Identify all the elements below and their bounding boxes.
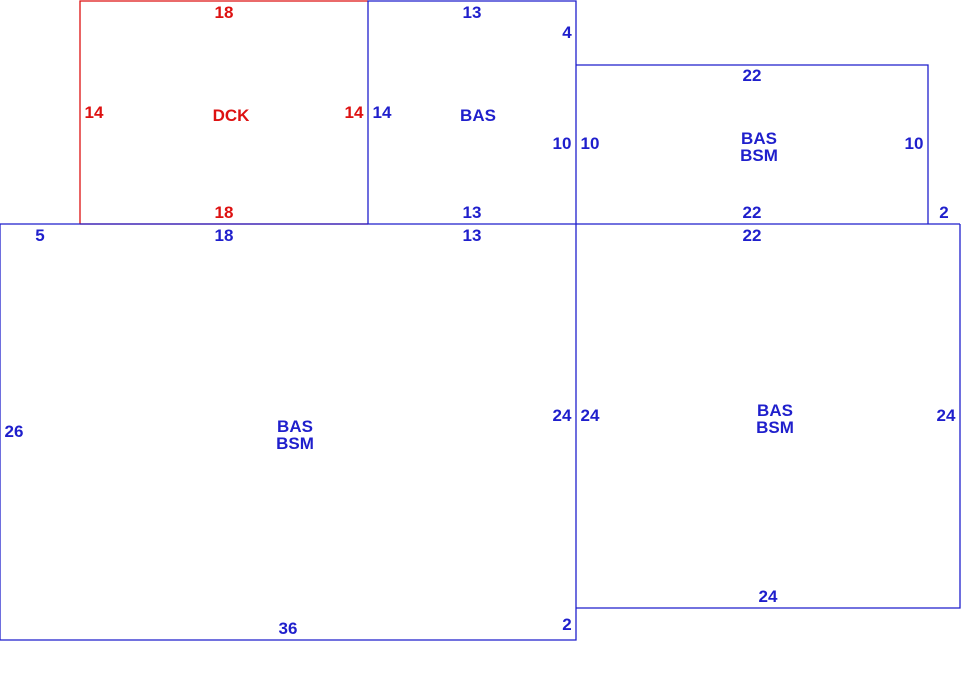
bas-bsm-lower-right-code-2: BSM <box>756 418 794 437</box>
bas-bsm-upper-right-left-dimension: 10 <box>581 134 600 153</box>
bas-upper-right-dimension: 10 <box>553 134 572 153</box>
bas-upper-outline <box>367 0 577 224</box>
deck-outline <box>79 0 368 224</box>
bas-upper-bottom-dimension: 13 <box>463 203 482 222</box>
bas-upper-code-label: BAS <box>460 106 496 125</box>
bas-bsm-lower-right-left-dimension: 24 <box>581 406 600 425</box>
bas-bsm-main-area <box>0 223 960 641</box>
bas-bsm-lower-right-right-dimension: 24 <box>937 406 956 425</box>
bas-bsm-main-top-left-dimension: 5 <box>35 226 44 245</box>
bas-bsm-upper-right-right-dimension: 10 <box>905 134 924 153</box>
bas-bsm-lower-right-top-dimension: 22 <box>743 226 762 245</box>
bas-bsm-main-code-2: BSM <box>276 434 314 453</box>
bas-upper-top-dimension: 13 <box>463 3 482 22</box>
bas-bsm-main-bottom-dimension: 36 <box>279 619 298 638</box>
bas-bsm-upper-right-bottom-dimension: 22 <box>743 203 762 222</box>
bas-bsm-upper-right-outline <box>576 64 929 224</box>
deck-bottom-dimension: 18 <box>215 203 234 222</box>
bas-bsm-lower-right-area <box>576 224 961 609</box>
bas-bsm-main-step-dimension: 2 <box>562 615 571 634</box>
bas-bsm-lower-right-code-1: BAS <box>757 401 793 420</box>
bas-bsm-upper-right-area <box>576 64 929 224</box>
bas-bsm-main-outline <box>0 223 960 641</box>
bas-bsm-upper-right-code-1: BAS <box>741 129 777 148</box>
bas-bsm-upper-right-top-dimension: 22 <box>743 66 762 85</box>
bas-bsm-upper-right-step-dimension: 2 <box>939 203 948 222</box>
bas-bsm-main-code-1: BAS <box>277 417 313 436</box>
bas-bsm-main-right-dimension: 24 <box>553 406 572 425</box>
bas-upper-area <box>367 0 577 224</box>
bas-bsm-main-left-dimension: 26 <box>5 422 24 441</box>
bas-bsm-lower-right-bottom-dimension: 24 <box>759 587 778 606</box>
bas-upper-left-dimension: 14 <box>373 103 392 122</box>
bas-upper-step-dimension: 4 <box>562 23 572 42</box>
bas-bsm-main-top-mid-dimension: 18 <box>215 226 234 245</box>
deck-top-dimension: 18 <box>215 3 234 22</box>
bas-bsm-upper-right-code-2: BSM <box>740 146 778 165</box>
deck-code-label: DCK <box>213 106 251 125</box>
bas-bsm-lower-right-outline <box>576 224 961 609</box>
deck-right-dimension: 14 <box>345 103 364 122</box>
bas-bsm-main-top-right-dimension: 13 <box>463 226 482 245</box>
deck-left-dimension: 14 <box>85 103 104 122</box>
